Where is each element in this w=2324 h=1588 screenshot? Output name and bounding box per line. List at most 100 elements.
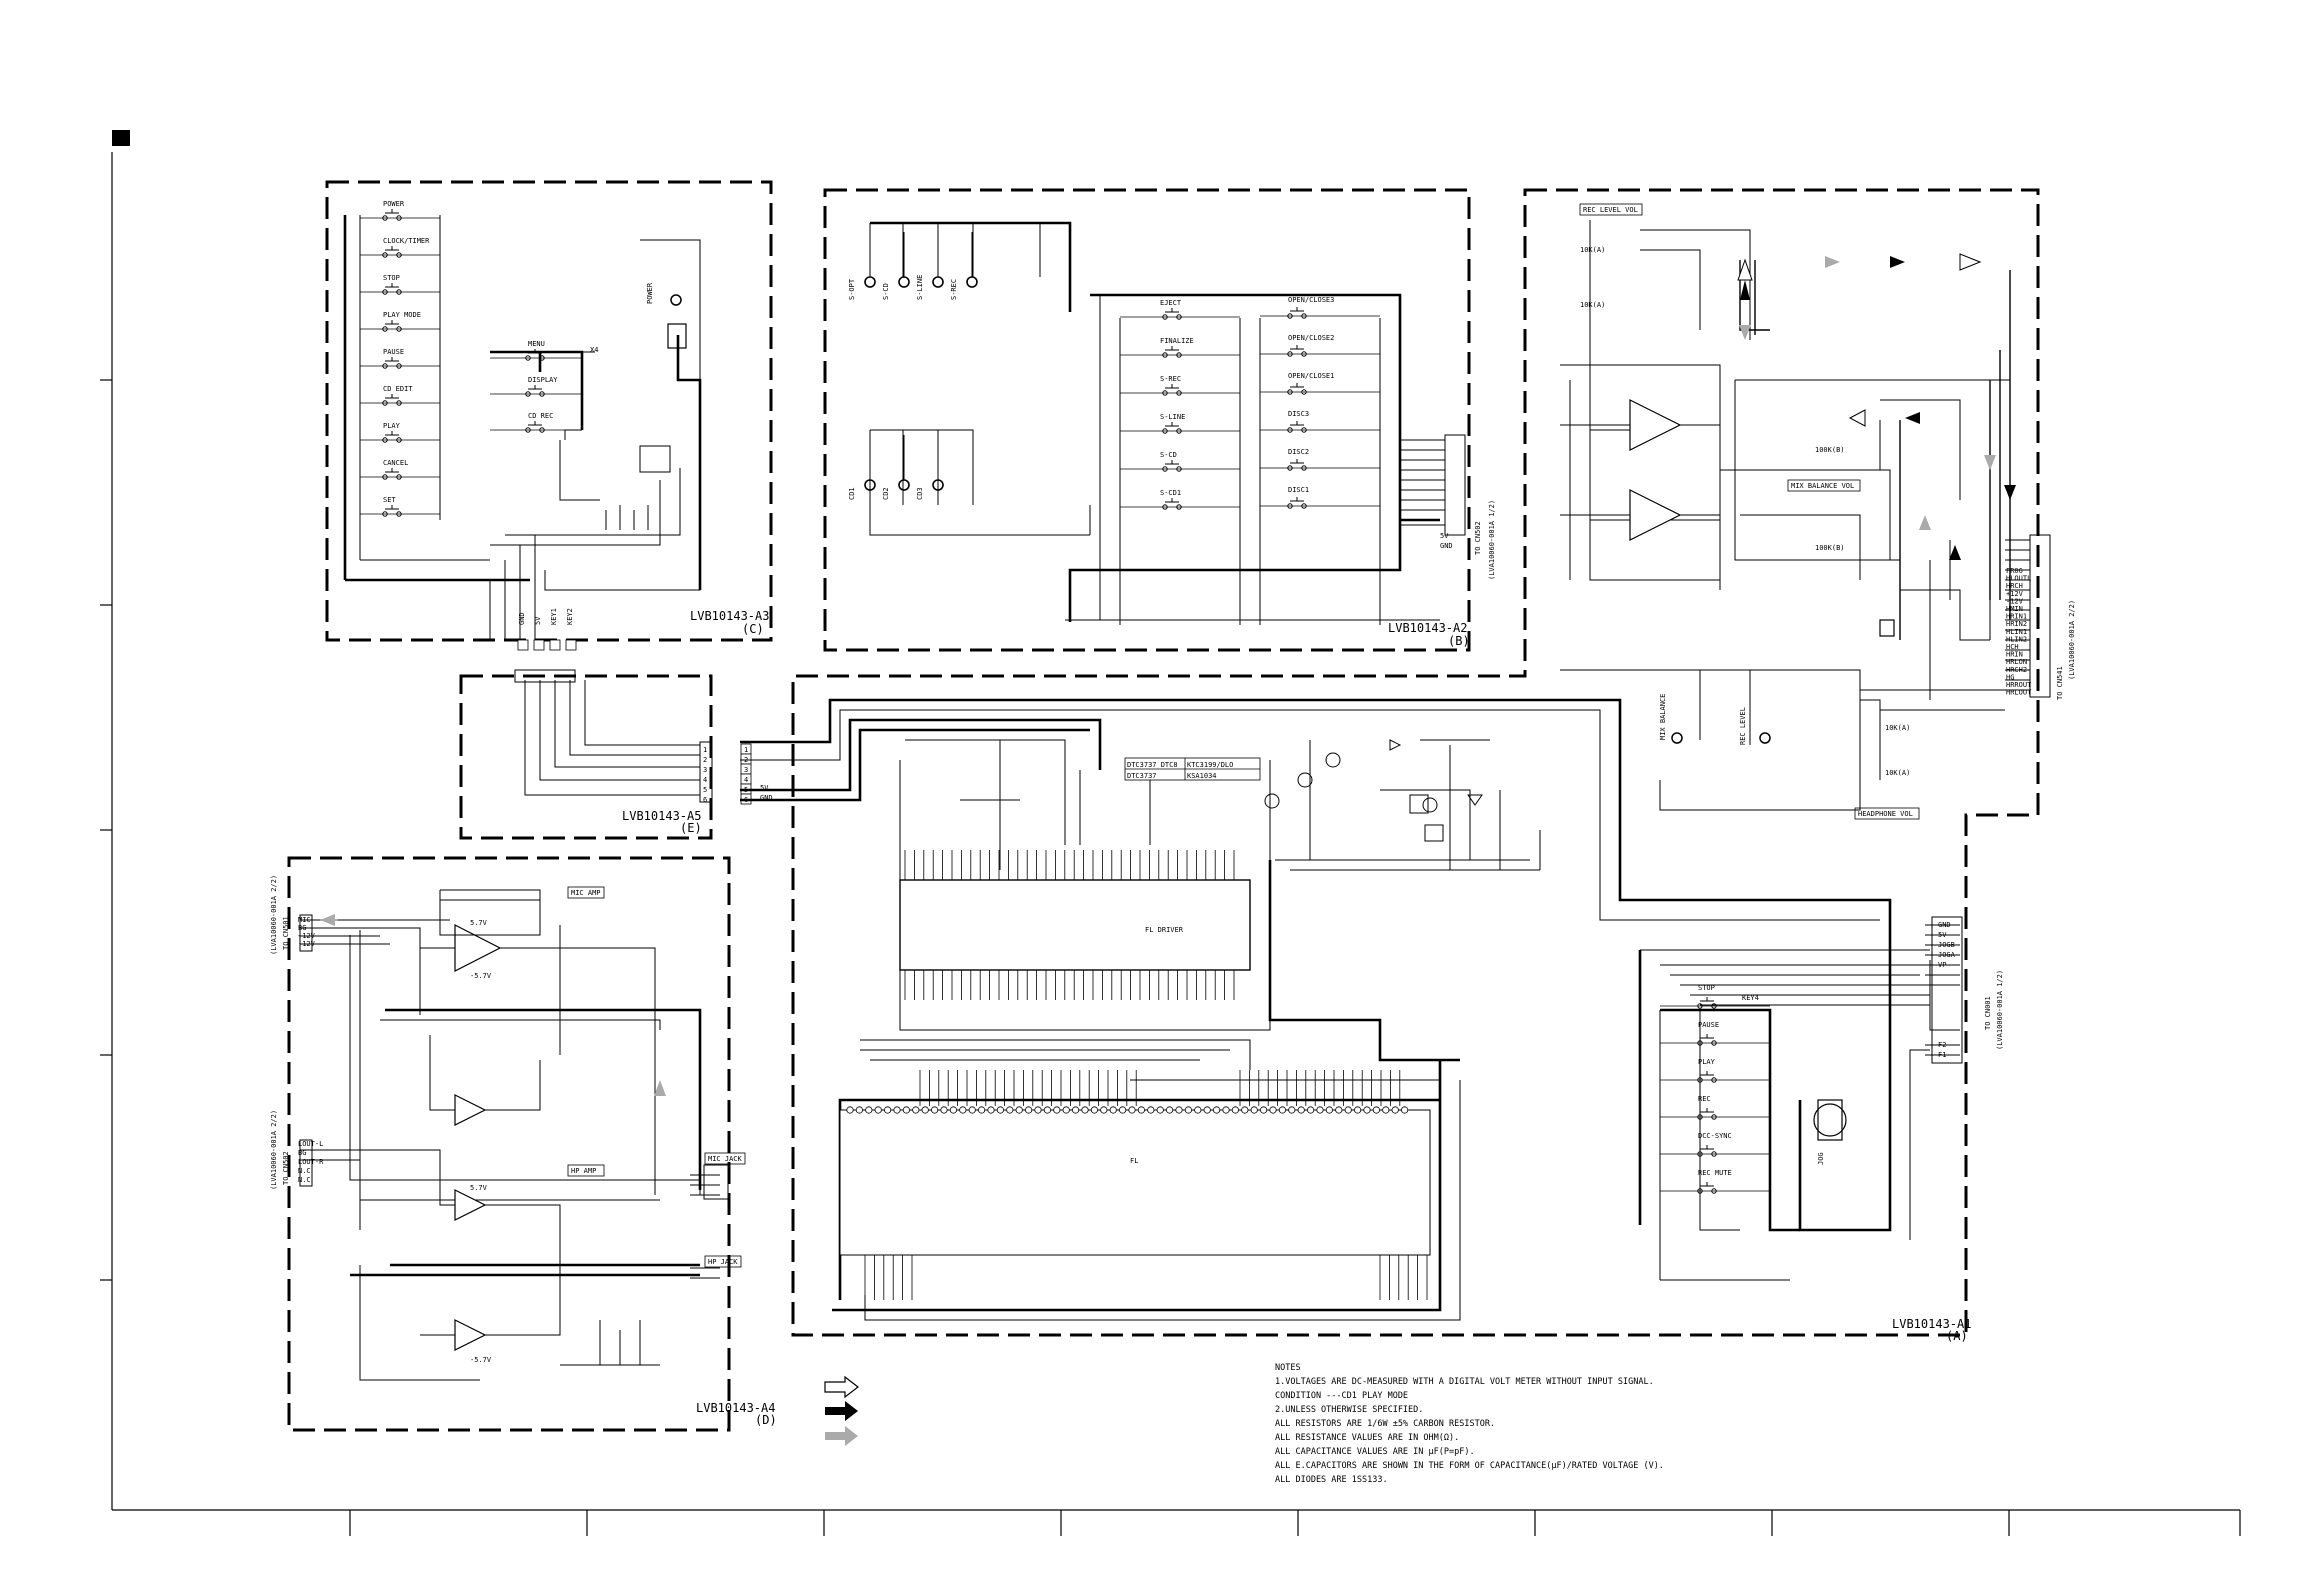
legend	[824, 1375, 859, 1446]
a3-switch-2	[382, 283, 402, 295]
a1-pin-label-5: F2	[1938, 1041, 1946, 1049]
fl-pin-41	[1231, 1106, 1240, 1114]
a3-pin-box-2	[549, 639, 561, 651]
hp-jack-label: HP JACK	[708, 1258, 738, 1266]
fl-pin-10	[940, 1106, 948, 1114]
voltage-2: -5.7V	[470, 972, 492, 980]
outline-a3	[325, 180, 773, 642]
a2-led-bottom-label-1: CD2	[882, 487, 890, 500]
a3-switch2-1	[525, 385, 545, 397]
a5-pin-left-5: 6	[703, 796, 707, 804]
a4-conn2-pin-0: LOUT-L	[298, 1140, 323, 1148]
fl-pin-25	[1081, 1106, 1089, 1114]
mix-pin-label-15: HRROUT	[2006, 681, 2032, 689]
corner-marker	[112, 130, 130, 146]
fl-pin-38	[1203, 1106, 1211, 1114]
a2-block-name: LVB10143-A2	[1388, 621, 1467, 635]
a3-switch-5	[382, 394, 402, 406]
a3-pin-label-3: KEY2	[566, 608, 574, 625]
a2-led-top-label-2: S-LINE	[916, 275, 924, 300]
a3-led-group: POWER X4	[590, 282, 682, 354]
a5-pin-left-3: 4	[703, 776, 707, 784]
a3-switch-label-2: STOP	[383, 274, 400, 282]
fl-pin-12	[959, 1106, 967, 1114]
gray-arrow-icon	[825, 1426, 858, 1446]
a3-switch2-label-1: DISPLAY	[528, 376, 558, 384]
fl-pin-51	[1325, 1106, 1334, 1114]
a3-switch2-label-2: CD REC	[528, 412, 553, 420]
knob-rec-level: REC LEVEL	[1739, 707, 1747, 745]
fl-pin-8	[921, 1106, 929, 1114]
fl-pin-17	[1006, 1106, 1014, 1114]
a2-switch-right-5	[1287, 497, 1307, 509]
block-outlines	[287, 180, 2040, 1432]
a1-switch-label-5: REC MUTE	[1698, 1169, 1732, 1177]
fl-pin-22	[1053, 1106, 1061, 1114]
mix-pin-label-8: HLIN1	[2006, 628, 2027, 636]
a3-pin-label-1: 5V	[534, 616, 542, 625]
fl-pin-32	[1147, 1106, 1155, 1114]
a1-switch-1	[1697, 1034, 1717, 1046]
a2-led-bottom-1	[898, 435, 910, 491]
a2-led-bottom-2	[932, 435, 944, 491]
fl-pin-45	[1269, 1106, 1277, 1114]
a4-conn1-pin-3: -12V	[298, 940, 316, 948]
a2-led-bottom-label-2: CD3	[916, 487, 924, 500]
a2-connector: 5V GND TO CN502 (LVA10060-001A 1/2)	[1440, 500, 1496, 580]
a5-pin2-label-0: 5V	[760, 784, 769, 792]
a5-pin-left-0: 1	[703, 746, 707, 754]
a1-pin-label-1: 5V	[1938, 931, 1947, 939]
a1-pin-label-0: GND	[1938, 921, 1951, 929]
fl-pin-9	[930, 1106, 939, 1114]
fl-pin-26	[1090, 1106, 1099, 1114]
fl-driver-ic	[899, 879, 1251, 971]
transistor-0: DTC3737 DTC8	[1127, 761, 1178, 769]
knob-mix-balance: MIX BALANCE	[1659, 694, 1667, 740]
a5-block-sub: (E)	[680, 821, 702, 835]
a3-switch2-label-0: MENU	[528, 340, 545, 348]
notes-line-1: 1.VOLTAGES ARE DC-MEASURED WITH A DIGITA…	[1275, 1377, 1654, 1387]
a4-conn1-pin-0: MIC	[298, 916, 311, 924]
fl-pin-35	[1175, 1106, 1183, 1114]
fl-pin-53	[1344, 1106, 1352, 1114]
fl-pin-58	[1391, 1106, 1399, 1114]
block-a5	[514, 669, 713, 803]
fl-driver-label: FL DRIVER	[1145, 926, 1184, 934]
a4-conn1-pin-2: +12V	[298, 932, 316, 940]
a2-led-bottom-label-0: CD1	[848, 487, 856, 500]
mix-pin-label-0: FR06	[2006, 567, 2023, 575]
a3-switch-3	[382, 320, 402, 332]
power-led-icon	[670, 294, 682, 306]
fl-pin-16	[996, 1106, 1005, 1114]
open-arrow-icon	[824, 1375, 859, 1399]
a4-conn1-label: TO CN501	[282, 916, 290, 950]
a1-conn-ref: (LVA10060-001A 1/2)	[1996, 970, 2004, 1050]
fl-pin-28	[1109, 1106, 1117, 1114]
outline-mix	[791, 188, 2040, 1337]
a3-switch-0	[382, 209, 402, 221]
fl-pin-23	[1062, 1106, 1070, 1114]
a2-leds-bottom: CD1 CD2 CD3	[848, 435, 944, 500]
a1-transistors	[1264, 739, 1483, 842]
pot-3: 100K(B)	[1815, 446, 1845, 454]
a3-switches-secondary: MENU DISPLAY CD REC	[490, 340, 582, 433]
a4-gray-arrow-1	[320, 914, 335, 926]
hp-amp-label: HP AMP	[571, 1167, 596, 1175]
a3-switch-6	[382, 431, 402, 443]
mix-conn-ref: (LVA10060-001A 2/2)	[2068, 600, 2076, 680]
pot-5: 10K(A)	[1885, 724, 1910, 732]
a2-switch-left-label-4: S-CD	[1160, 451, 1177, 459]
a4-conn2-pin-1: BG	[298, 1149, 306, 1157]
mic-jack-label: MIC JACK	[708, 1155, 743, 1163]
a2-led-top-label-3: S-REC	[950, 279, 958, 300]
mic-amp-label: MIC AMP	[571, 889, 601, 897]
jog-label: JOG	[1817, 1152, 1825, 1165]
mix-pin-label-16: HRLOUT	[2006, 689, 2032, 697]
block-a4	[299, 889, 729, 1381]
a3-switch-7	[382, 468, 402, 480]
notes-line-3: 2.UNLESS OTHERWISE SPECIFIED.	[1275, 1405, 1423, 1415]
